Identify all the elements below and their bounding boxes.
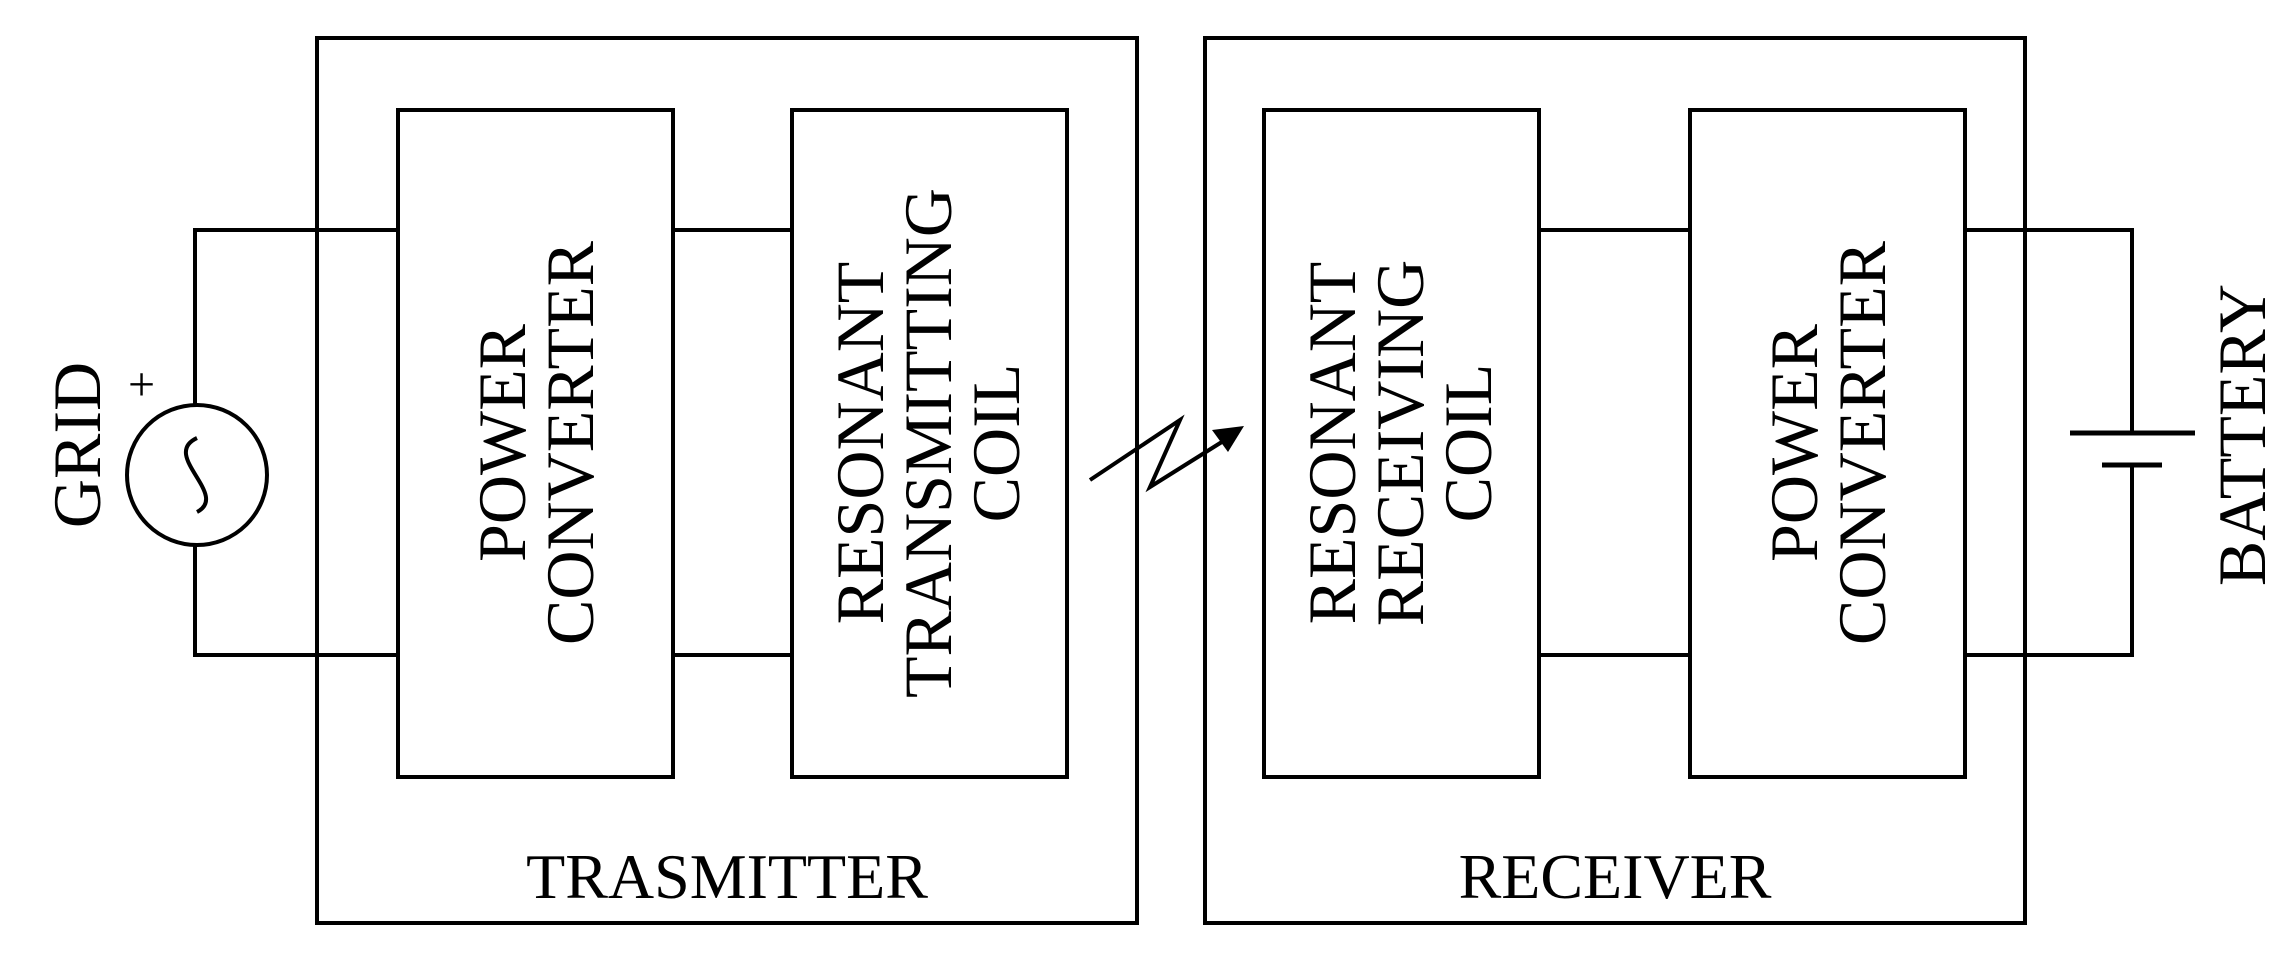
receiver-enclosure (1203, 36, 2027, 925)
sine-wave-icon (183, 436, 208, 514)
tx-power-converter-label: POWER CONVERTER (464, 240, 608, 645)
rx-power-converter-block (1688, 108, 1967, 779)
receiver-label: RECEIVER (1459, 841, 1772, 912)
transmitter-label: TRASMITTER (526, 841, 928, 912)
tx-coil-line-3: COIL (958, 364, 1034, 523)
battery-bottom-wire (1965, 465, 2134, 657)
wireless-arrowhead-icon (1212, 426, 1244, 452)
tx-coil-block (790, 108, 1069, 779)
rx-coil-line-1: RESONANT (1294, 262, 1370, 625)
rx-power-converter-label: POWER CONVERTER (1756, 240, 1900, 645)
rx-coil-line-3: COIL (1430, 364, 1506, 523)
grid-top-wire (193, 228, 398, 405)
transmitter-enclosure (315, 36, 1139, 925)
grid-label: GRID (39, 362, 115, 528)
tx-power-converter-line-2: CONVERTER (532, 240, 608, 645)
tx-coil-line-1: RESONANT (822, 262, 898, 625)
rx-coil-line-2: RECEIVING (1362, 260, 1438, 626)
tx-coil-line-2: TRANSMITTING (890, 188, 966, 698)
grid-bottom-wire (193, 545, 398, 657)
plus-sign: + (128, 358, 155, 411)
rx-coil-block (1262, 108, 1541, 779)
tx-power-converter-line-1: POWER (464, 323, 540, 562)
tx-coil-label: RESONANT TRANSMITTING COIL (822, 188, 1034, 698)
battery-top-wire (1965, 228, 2134, 433)
wireless-link-icon (1088, 414, 1227, 493)
tx-power-converter-block (396, 108, 675, 779)
battery-label: BATTERY (2204, 284, 2280, 586)
rx-coil-label: RESONANT RECEIVING COIL (1294, 260, 1506, 626)
rx-power-converter-line-2: CONVERTER (1824, 240, 1900, 645)
rx-power-converter-line-1: POWER (1756, 323, 1832, 562)
